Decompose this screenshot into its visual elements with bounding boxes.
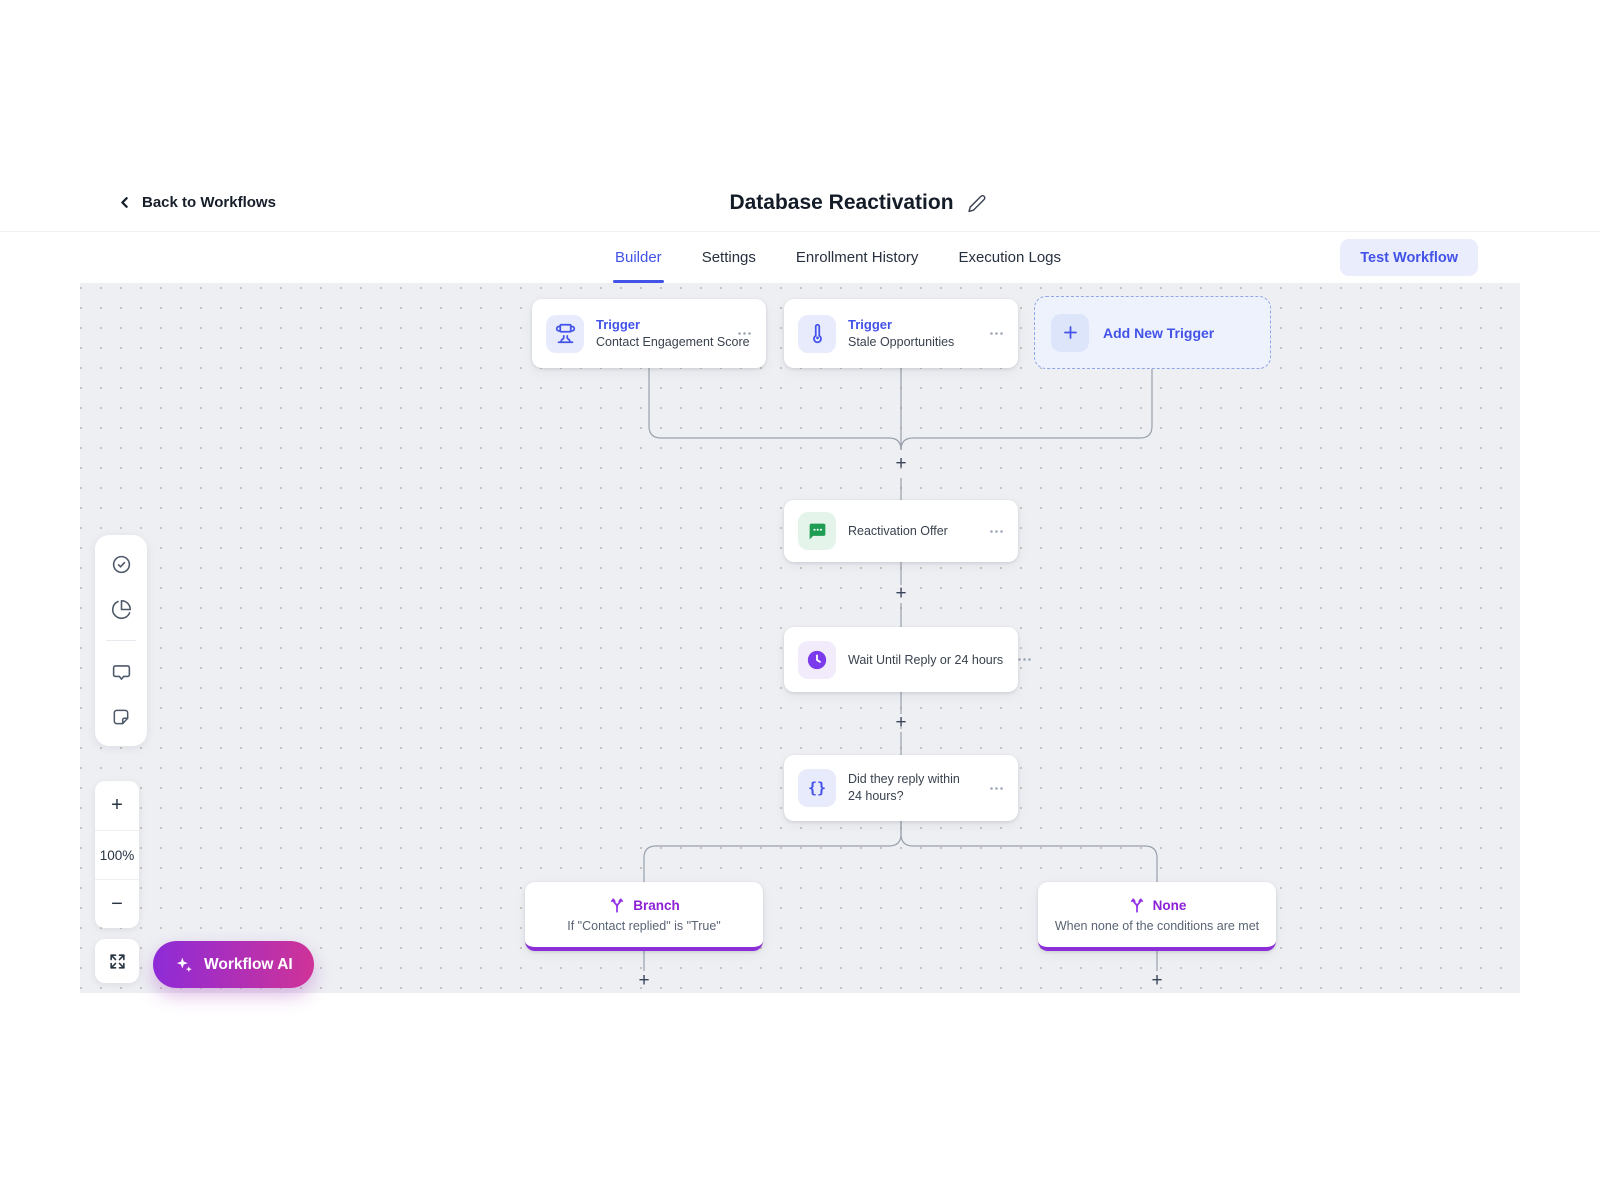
add-step-button[interactable]: +	[895, 583, 907, 604]
node-menu-button[interactable]	[989, 524, 1004, 539]
trophy-icon	[546, 314, 584, 353]
back-label: Back to Workflows	[142, 194, 276, 211]
trigger-kind-label: Trigger	[596, 316, 641, 332]
step-node-wait-until-reply[interactable]: Wait Until Reply or 24 hours	[784, 627, 1031, 692]
comment-bubble-icon	[111, 662, 132, 683]
workflow-tabs: Builder Settings Enrollment History Exec…	[612, 232, 1062, 283]
branch-condition: When none of the conditions are met	[1054, 919, 1260, 933]
branch-node-none[interactable]: None When none of the conditions are met	[1038, 882, 1276, 951]
back-to-workflows-link[interactable]: Back to Workflows	[116, 194, 276, 211]
add-step-button[interactable]: +	[1151, 970, 1163, 991]
braces-icon: {}	[798, 769, 836, 807]
step-name: Wait Until Reply or 24 hours	[848, 652, 1004, 667]
tab-enrollment-history[interactable]: Enrollment History	[795, 249, 919, 266]
trigger-name: Contact Engagement Score	[596, 334, 750, 349]
add-new-trigger-button[interactable]: Add New Trigger	[1034, 296, 1271, 369]
toolbar-divider	[106, 640, 136, 641]
tab-settings[interactable]: Settings	[701, 249, 756, 266]
sticky-note-icon	[111, 707, 131, 727]
add-step-button[interactable]: +	[895, 453, 907, 474]
node-menu-button[interactable]	[1017, 652, 1032, 667]
branch-node-true[interactable]: Branch If "Contact replied" is "True"	[525, 882, 763, 951]
canvas-side-toolbar	[95, 535, 147, 746]
clock-icon	[798, 640, 836, 679]
workflow-ai-button[interactable]: Workflow AI	[153, 941, 314, 988]
page-title: Database Reactivation	[729, 191, 954, 214]
page-title-row: Database Reactivation	[729, 191, 986, 215]
branch-fork-icon	[608, 896, 626, 914]
step-node-reactivation-offer[interactable]: Reactivation Offer	[784, 500, 1018, 562]
step-name: Reactivation Offer	[848, 524, 948, 538]
zoom-level: 100%	[95, 830, 139, 879]
chat-message-icon	[798, 512, 836, 550]
trigger-node-stale-opportunities[interactable]: Trigger Stale Opportunities	[784, 299, 1018, 368]
plus-icon	[1051, 313, 1089, 352]
thermometer-icon	[798, 314, 836, 353]
step-name: Did they reply within 24 hours?	[848, 772, 960, 803]
goals-button[interactable]	[102, 545, 140, 583]
add-new-trigger-label: Add New Trigger	[1103, 324, 1215, 341]
node-menu-button[interactable]	[989, 781, 1004, 796]
zoom-controls: + 100% −	[95, 781, 139, 928]
check-circle-icon	[111, 554, 132, 575]
zoom-in-button[interactable]: +	[111, 794, 123, 816]
notes-button[interactable]	[102, 698, 140, 736]
braces-glyph: {}	[807, 779, 827, 797]
expand-icon	[108, 952, 127, 971]
step-node-did-they-reply[interactable]: {} Did they reply within 24 hours?	[784, 755, 1018, 821]
branch-fork-icon	[1128, 896, 1146, 914]
trigger-kind-label: Trigger	[848, 316, 893, 332]
tab-execution-logs[interactable]: Execution Logs	[958, 249, 1062, 266]
analytics-button[interactable]	[102, 590, 140, 628]
workflow-ai-label: Workflow AI	[204, 955, 293, 973]
test-workflow-button[interactable]: Test Workflow	[1340, 239, 1478, 276]
branch-label: None	[1152, 897, 1187, 913]
edit-title-button[interactable]	[968, 194, 987, 213]
node-menu-button[interactable]	[737, 326, 752, 341]
sparkles-icon	[174, 955, 194, 975]
branch-condition: If "Contact replied" is "True"	[567, 919, 721, 933]
comments-button[interactable]	[102, 653, 140, 691]
fullscreen-button[interactable]	[95, 939, 139, 983]
add-step-button[interactable]: +	[638, 970, 650, 991]
workflow-canvas[interactable]: Trigger Contact Engagement Score Trigger…	[80, 283, 1520, 993]
header-divider	[0, 231, 1600, 232]
trigger-name: Stale Opportunities	[848, 334, 955, 349]
chevron-left-icon	[116, 194, 133, 211]
node-menu-button[interactable]	[989, 326, 1004, 341]
tab-builder[interactable]: Builder	[612, 232, 664, 283]
zoom-out-button[interactable]: −	[95, 879, 139, 928]
trigger-node-contact-engagement-score[interactable]: Trigger Contact Engagement Score	[532, 299, 766, 368]
branch-label: Branch	[633, 897, 680, 913]
pie-chart-icon	[111, 599, 132, 620]
pencil-icon	[968, 194, 987, 213]
add-step-button[interactable]: +	[895, 712, 907, 733]
